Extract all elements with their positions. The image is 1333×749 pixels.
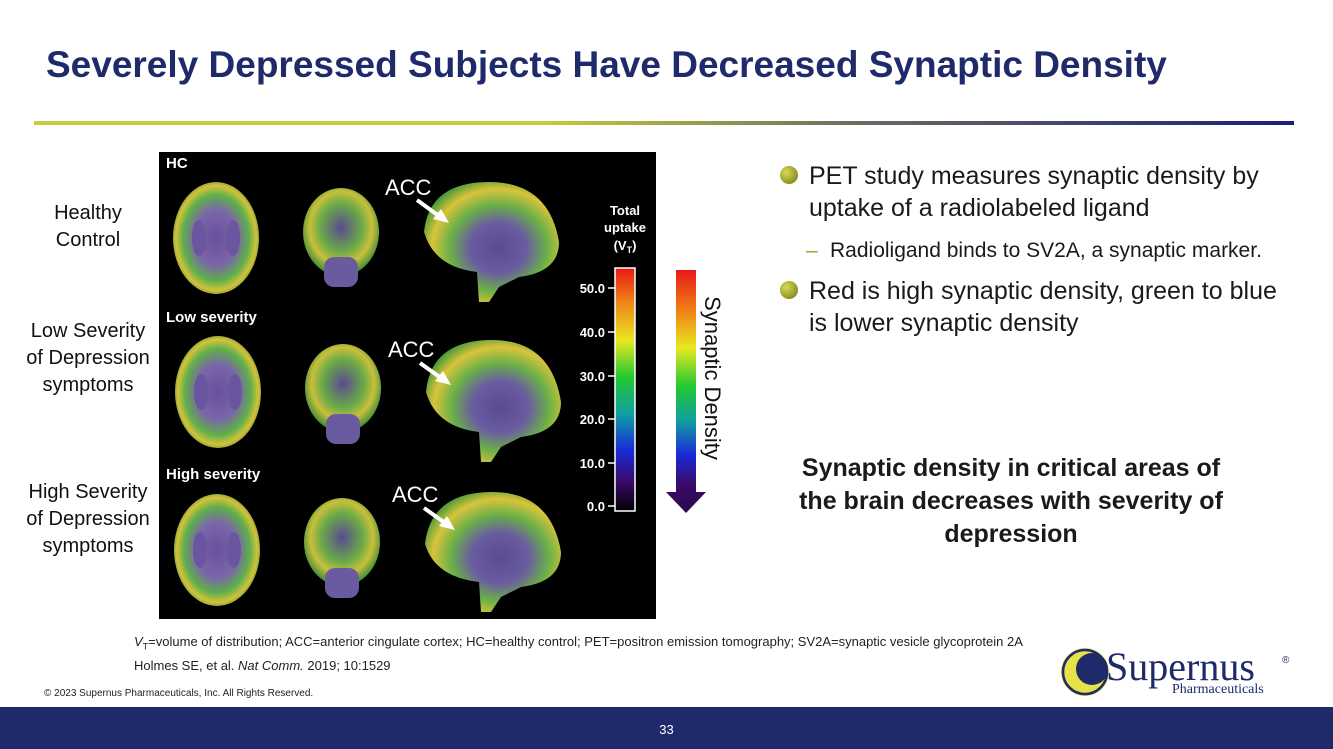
colorbar-tick: 10.0 bbox=[580, 456, 605, 471]
colorbar bbox=[614, 267, 636, 512]
row-label-healthy: Healthy Control bbox=[54, 202, 122, 251]
panel-label-hc: HC bbox=[166, 155, 188, 172]
bullet-item: PET study measures synaptic density by u… bbox=[780, 160, 1280, 224]
colorbar-title-3: (VT) bbox=[614, 238, 637, 255]
bullet-list: PET study measures synaptic density by u… bbox=[780, 160, 1280, 339]
colorbar-tick: 0.0 bbox=[587, 499, 605, 514]
acc-arrow-high bbox=[422, 506, 447, 525]
supernus-logo: Supernus ® Pharmaceuticals bbox=[1060, 644, 1300, 699]
pet-brain-figure: HC Low severity High severity ACC ACC AC… bbox=[159, 152, 656, 619]
acc-arrow-hc bbox=[415, 198, 441, 218]
synaptic-density-label: Synaptic Density bbox=[700, 296, 725, 460]
colorbar-tick: 50.0 bbox=[580, 281, 605, 296]
key-takeaway: Synaptic density in critical areas of th… bbox=[799, 454, 1223, 548]
colorbar-tick: 30.0 bbox=[580, 369, 605, 384]
colorbar-tick: 20.0 bbox=[580, 412, 605, 427]
sub-bullet-text: Radioligand binds to SV2A, a synaptic ma… bbox=[830, 239, 1262, 262]
panel-label-high: High severity bbox=[166, 466, 261, 483]
bullet-text: Red is high synaptic density, green to b… bbox=[809, 277, 1277, 337]
page-number: 33 bbox=[659, 722, 674, 737]
row-label-high: High Severity of Depression symptoms bbox=[26, 481, 150, 557]
slide-title: Severely Depressed Subjects Have Decreas… bbox=[46, 44, 1167, 85]
footnote-citation: Holmes SE, et al. Nat Comm. 2019; 10:152… bbox=[134, 658, 391, 673]
footnote-definitions: VT=volume of distribution; ACC=anterior … bbox=[134, 634, 1023, 652]
row-label-low: Low Severity of Depression symptoms bbox=[26, 320, 150, 396]
acc-label-hc: ACC bbox=[385, 175, 432, 200]
acc-arrow-low bbox=[418, 361, 443, 380]
acc-label-low: ACC bbox=[388, 337, 435, 362]
bullet-text: PET study measures synaptic density by u… bbox=[809, 162, 1259, 222]
colorbar-title-2: uptake bbox=[604, 220, 646, 235]
sub-bullet-item: – Radioligand binds to SV2A, a synaptic … bbox=[780, 236, 1280, 265]
copyright: © 2023 Supernus Pharmaceuticals, Inc. Al… bbox=[44, 688, 314, 699]
logo-moon-icon bbox=[1061, 648, 1109, 696]
acc-label-high: ACC bbox=[392, 482, 439, 507]
bullet-item: Red is high synaptic density, green to b… bbox=[780, 275, 1280, 339]
dash-icon: – bbox=[806, 239, 818, 262]
bullet-icon bbox=[780, 166, 798, 184]
colorbar-tick: 40.0 bbox=[580, 325, 605, 340]
panel-label-low: Low severity bbox=[166, 309, 258, 326]
synaptic-density-arrow bbox=[664, 268, 708, 514]
title-divider bbox=[34, 121, 1294, 125]
colorbar-title-1: Total bbox=[610, 203, 640, 218]
bullet-icon bbox=[780, 281, 798, 299]
pet-scan-image: HC Low severity High severity ACC ACC AC… bbox=[166, 155, 646, 612]
footer-bar: 33 bbox=[0, 707, 1333, 749]
